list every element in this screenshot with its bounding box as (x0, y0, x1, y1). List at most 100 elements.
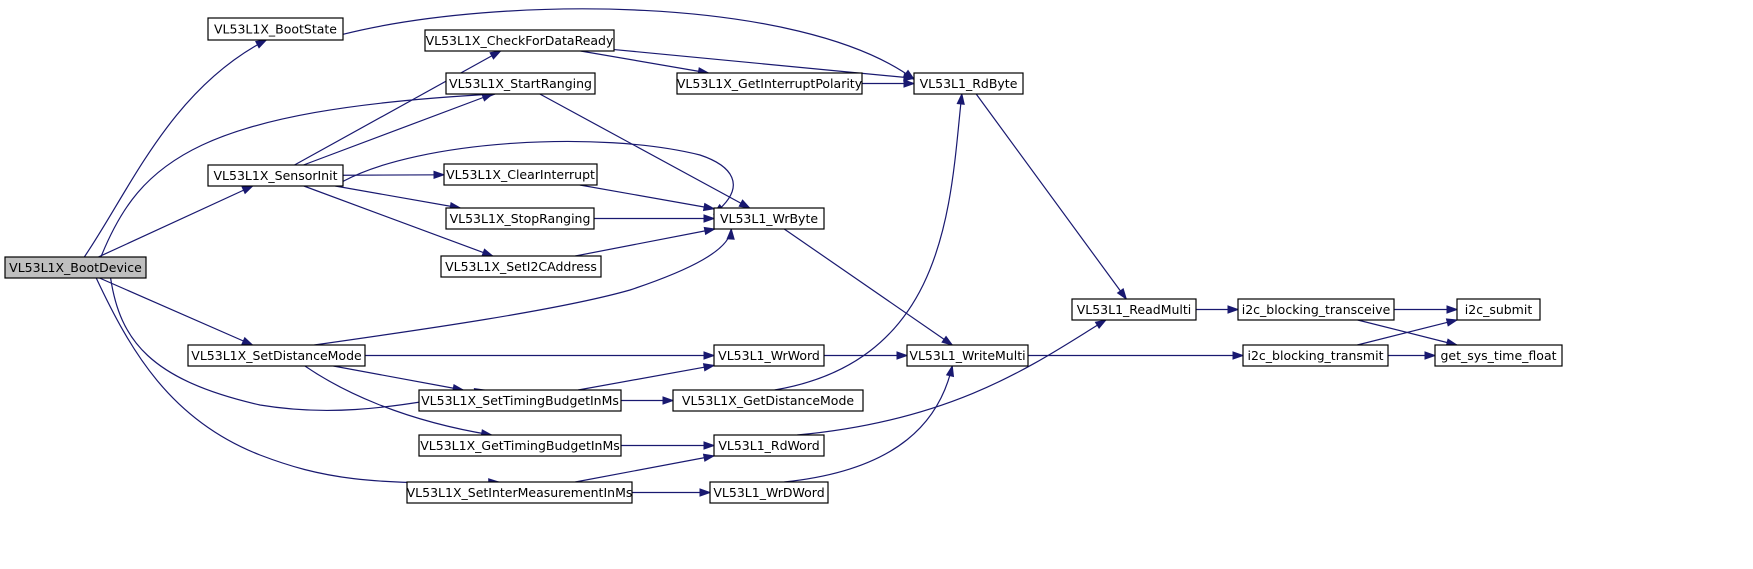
edge-arrowhead (1446, 305, 1459, 314)
edge-arrowhead (1094, 319, 1108, 330)
node-vl53l1-wrword[interactable]: VL53L1_WrWord (713, 344, 825, 367)
edge-line (580, 50, 709, 74)
edge-arrowhead (1116, 288, 1128, 301)
edge-line (294, 50, 501, 166)
node-vl53l1x-sensorinit[interactable]: VL53L1X_SensorInit (207, 164, 344, 187)
edge-sensorinit-to-stopranging (335, 185, 462, 211)
node-i2c-blocking-transmit[interactable]: i2c_blocking_transmit (1242, 344, 1389, 367)
edge-arrowhead (241, 185, 255, 195)
node-vl53l1-readmulti[interactable]: VL53L1_ReadMulti (1071, 298, 1197, 321)
edge-bootdevice-to-sensorinit (98, 185, 255, 258)
edge-bootdevice-to-setdistancemode (99, 277, 254, 346)
node-box (440, 255, 602, 278)
node-vl53l1x-stopranging[interactable]: VL53L1X_StopRanging (445, 207, 595, 230)
node-box (1456, 298, 1541, 321)
edge-sensorinit-to-clearinterrupt (342, 170, 446, 180)
edge-wrword-to-writemulti (824, 351, 909, 360)
node-box (913, 72, 1024, 95)
node-vl53l1-writemulti[interactable]: VL53L1_WriteMulti (906, 344, 1029, 367)
edge-line (575, 455, 715, 483)
edge-arrowhead (433, 170, 446, 180)
node-box (713, 434, 825, 457)
node-i2c-blocking-transceive[interactable]: i2c_blocking_transceive (1237, 298, 1395, 321)
edge-rdword-to-readmulti (797, 319, 1108, 436)
node-vl53l1-wrdword[interactable]: VL53L1_WrDWord (709, 481, 829, 504)
node-vl53l1x-setintermeasurementinms[interactable]: VL53L1X_SetInterMeasurementInMs (406, 481, 633, 504)
node-label: VL53L1X_GetTimingBudgetInMs (420, 438, 620, 453)
edge-settimingbudgetinms-to-wrword (577, 363, 716, 391)
edge-line (342, 140, 734, 215)
node-label: VL53L1X_StartRanging (449, 76, 592, 91)
edge-setdistancemode-to-wrbyte (314, 227, 735, 346)
edge-line (342, 8, 915, 80)
node-vl53l1x-settimingbudgetinms[interactable]: VL53L1X_SetTimingBudgetInMs (418, 389, 622, 412)
node-vl53l1x-getdistancemode[interactable]: VL53L1X_GetDistanceMode (672, 389, 864, 412)
edge-arrowhead (699, 488, 712, 497)
node-i2c-submit[interactable]: i2c_submit (1456, 298, 1541, 321)
edge-checkfordataready-to-getinterruptpolarity (580, 50, 710, 76)
edge-arrowhead (1227, 305, 1240, 314)
edge-i2c-blocking-transmit-to-i2c-submit (1357, 318, 1459, 346)
node-vl53l1x-getinterruptpolarity[interactable]: VL53L1X_GetInterruptPolarity (676, 72, 863, 95)
node-box (676, 72, 863, 95)
node-box (713, 207, 825, 230)
node-label: VL53L1X_StopRanging (450, 211, 591, 226)
edge-arrowhead (1424, 351, 1437, 360)
edge-line (303, 185, 493, 257)
edge-arrowhead (489, 50, 502, 60)
edge-arrowhead (662, 396, 675, 405)
edge-arrowhead (241, 336, 254, 346)
edge-clearinterrupt-to-wrbyte (579, 184, 716, 212)
edge-line (575, 228, 715, 257)
node-box (187, 344, 366, 367)
node-box (207, 164, 344, 187)
node-label: VL53L1_WrWord (718, 348, 820, 363)
node-box (713, 344, 825, 367)
edge-line (98, 185, 253, 258)
node-vl53l1x-seti2caddress[interactable]: VL53L1X_SetI2CAddress (440, 255, 602, 278)
edge-settimingbudgetinms-to-getdistancemode (621, 396, 675, 405)
node-label: VL53L1X_SetI2CAddress (445, 259, 597, 274)
edge-getinterruptpolarity-to-rdbyte (862, 79, 916, 88)
node-label: VL53L1_ReadMulti (1077, 302, 1192, 317)
edge-bootdevice-to-bootstate (83, 39, 268, 258)
edge-arrowhead (941, 335, 954, 346)
edge-setdistancemode-to-settimingbudgetinms (333, 365, 465, 393)
node-label: VL53L1X_GetInterruptPolarity (677, 76, 863, 91)
nodes-layer: VL53L1X_BootDevice VL53L1X_BootStateVL53L… (4, 17, 1563, 504)
node-label: VL53L1_RdByte (920, 76, 1018, 91)
node-label: VL53L1X_BootDevice (9, 260, 142, 275)
edge-wrdword-to-writemulti (784, 364, 955, 483)
edge-seti2caddress-to-wrbyte (575, 226, 717, 257)
node-box (424, 29, 615, 52)
node-box (906, 344, 1029, 367)
edge-arrowhead (703, 351, 716, 360)
node-vl53l1x-bootdevice[interactable]: VL53L1X_BootDevice (4, 256, 147, 279)
edge-i2c-blocking-transmit-to-get-sys-time-float (1388, 351, 1437, 360)
node-label: VL53L1X_ClearInterrupt (446, 167, 595, 182)
edge-arrowhead (903, 79, 916, 88)
edge-line (95, 277, 499, 484)
edge-wrbyte-to-writemulti (783, 228, 954, 346)
edge-arrowhead (1232, 351, 1245, 360)
node-vl53l1-rdword[interactable]: VL53L1_RdWord (713, 434, 825, 457)
node-get-sys-time-float[interactable]: get_sys_time_float (1434, 344, 1563, 367)
edge-line (577, 364, 715, 391)
node-box (406, 481, 633, 504)
node-vl53l1x-gettimingbudgetinms[interactable]: VL53L1X_GetTimingBudgetInMs (418, 434, 622, 457)
node-vl53l1x-clearinterrupt[interactable]: VL53L1X_ClearInterrupt (443, 163, 598, 186)
edge-arrowhead (738, 199, 752, 209)
edge-line (109, 277, 486, 412)
node-vl53l1-wrbyte[interactable]: VL53L1_WrByte (713, 207, 825, 230)
edge-line (975, 93, 1127, 300)
node-vl53l1x-bootstate[interactable]: VL53L1X_BootState (207, 17, 344, 41)
edge-line (83, 39, 267, 258)
node-vl53l1x-setdistancemode[interactable]: VL53L1X_SetDistanceMode (187, 344, 366, 367)
edge-startranging-to-wrbyte (539, 93, 752, 209)
edge-getdistancemode-to-rdbyte (774, 92, 965, 391)
edge-arrowhead (896, 351, 909, 360)
node-vl53l1-rdbyte[interactable]: VL53L1_RdByte (913, 72, 1024, 95)
node-vl53l1x-checkfordataready[interactable]: VL53L1X_CheckForDataReady (424, 29, 615, 52)
node-vl53l1x-startranging[interactable]: VL53L1X_StartRanging (445, 72, 596, 95)
